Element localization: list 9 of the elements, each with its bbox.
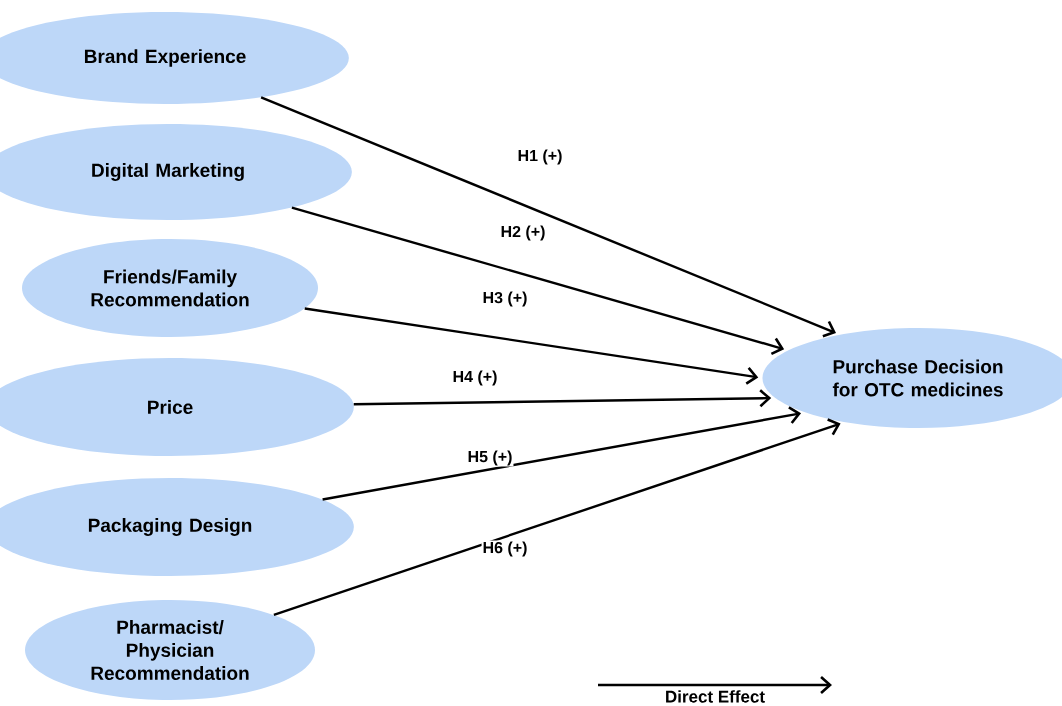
oval-node: Pharmacist/ Physician Recommendation [25,600,315,700]
arrow [291,206,785,356]
arrow [304,307,759,385]
arrow [260,96,837,338]
arrow [322,406,802,501]
arrow [273,418,841,617]
arrow [353,389,772,408]
legend-label: Direct Effect [666,690,765,703]
oval-node: Friends/Family Recommendation [22,239,318,337]
